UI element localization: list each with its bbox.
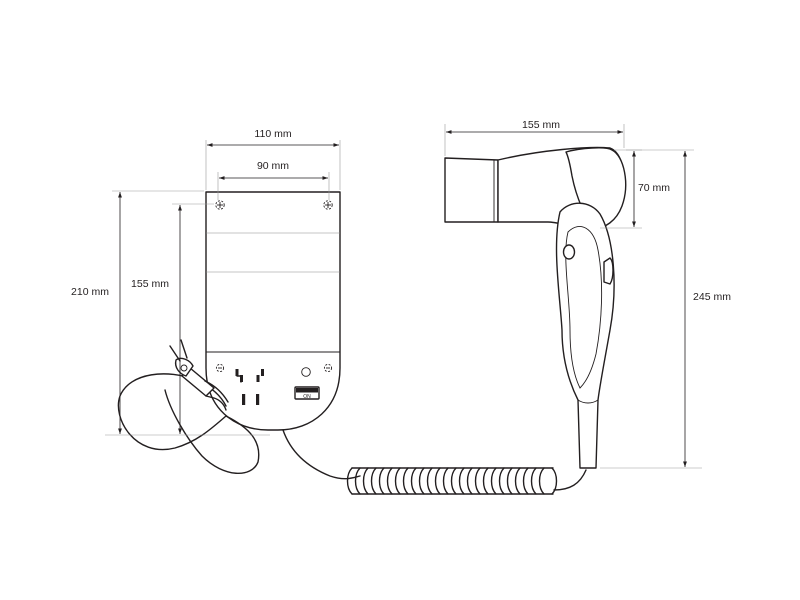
power-switch-label: ON [303,394,311,400]
holder-panel [205,191,341,431]
dimension-holder-height: 210 mm [71,190,270,436]
dryer-button[interactable] [562,244,576,260]
outlet-pin-slot [242,394,246,405]
dimension-dryer-nozzle-height: 70 mm [600,149,670,229]
plate-screw-right [323,363,333,373]
power-outlet [235,369,264,405]
dryer-handle [555,202,615,469]
dryer-cord [553,469,587,491]
coiled-cord [346,467,558,495]
mounting-screw-left [215,200,225,210]
dryer-slide-switch[interactable] [603,257,614,285]
dryer-rear-cap [565,147,627,229]
plate-screw-left [215,363,225,373]
dimension-dryer-height: 245 mm [600,149,731,469]
dimension-label: 155 mm [131,278,169,290]
dimension-label: 210 mm [71,286,109,298]
dimension-label: 70 mm [638,182,670,194]
dryer-nozzle [444,157,499,223]
dimension-label: 245 mm [693,291,731,303]
dimension-holder-width: 110 mm [205,128,341,190]
dimension-hole-to-base: 155 mm [131,203,214,434]
power-switch[interactable]: ON [294,386,320,400]
outlet-pin-slot [256,394,260,405]
indicator-light [301,367,311,377]
dimension-label: 90 mm [257,160,289,172]
hair-dryer [444,146,627,469]
dimension-label: 110 mm [254,128,291,140]
mounting-screw-right [323,200,333,210]
dimension-label: 155 mm [522,119,560,131]
dimension-hole-spacing: 90 mm [217,160,330,200]
wall-holder: ON [117,191,587,495]
dimension-dryer-length: 155 mm [444,119,625,156]
holder-cord [282,429,361,480]
